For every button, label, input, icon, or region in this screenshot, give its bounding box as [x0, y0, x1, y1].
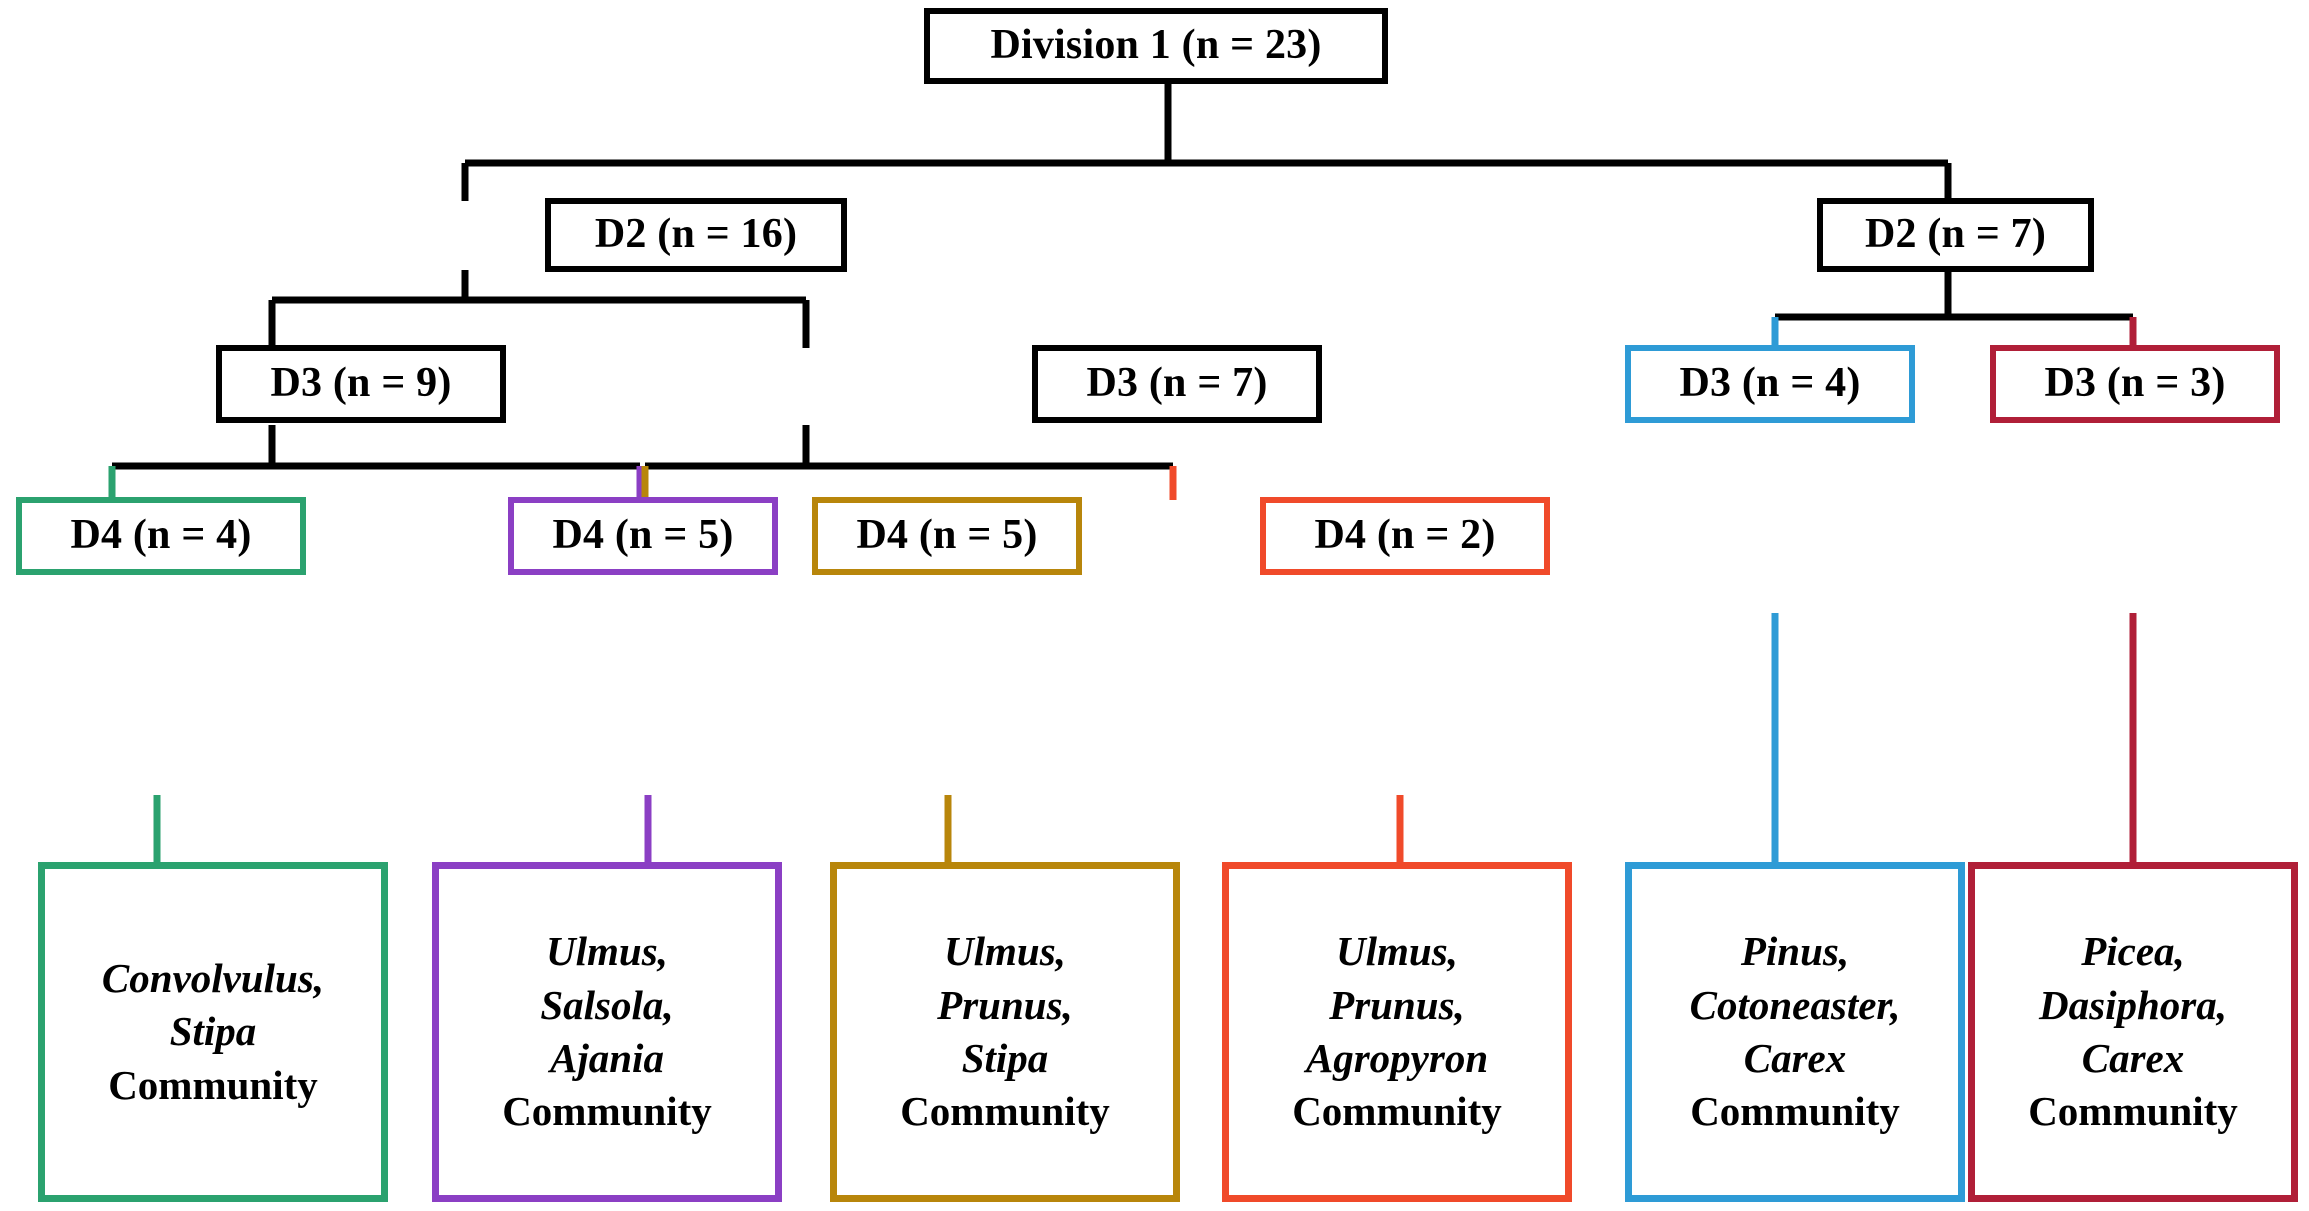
genus-name: Carex [2081, 1035, 2185, 1081]
genus-name: Prunus, [937, 981, 1073, 1028]
genus-name: Ulmus, [546, 928, 668, 975]
node-label: D4 (n = 2) [1314, 512, 1496, 559]
leaf-convolvulus-stipa-community[interactable]: Convolvulus, Stipa Community [38, 862, 388, 1202]
leaf-ulmus-salsola-ajania-community[interactable]: Ulmus, Salsola, Ajania Community [432, 862, 782, 1202]
genus-name: Cotoneaster, [1689, 981, 1901, 1028]
node-label: D3 (n = 4) [1679, 360, 1861, 407]
community-suffix: Community [502, 1088, 712, 1135]
leaf-label: Ulmus, Prunus, Agropyron Community [1284, 921, 1510, 1142]
genus-name: Ajania [550, 1035, 664, 1081]
node-label: D2 (n = 16) [594, 211, 798, 258]
community-suffix: Community [1690, 1088, 1900, 1135]
community-suffix: Community [2028, 1088, 2238, 1135]
genus-name: Stipa [961, 1035, 1049, 1081]
genus-name: Dasiphora, [2039, 981, 2227, 1028]
leaf-label: Ulmus, Prunus, Stipa Community [892, 921, 1118, 1142]
node-label: D3 (n = 7) [1086, 360, 1268, 407]
genus-name: Carex [1743, 1035, 1847, 1081]
node-d3-n4[interactable]: D3 (n = 4) [1625, 345, 1915, 423]
node-label: D3 (n = 3) [2044, 360, 2226, 407]
node-d3-n3[interactable]: D3 (n = 3) [1990, 345, 2280, 423]
genus-name: Salsola, [540, 981, 674, 1028]
community-suffix: Community [900, 1088, 1110, 1135]
community-suffix: Community [1292, 1088, 1502, 1135]
node-label: D2 (n = 7) [1864, 211, 2047, 258]
node-d4-n5-gold-left[interactable]: D4 (n = 5) [508, 497, 778, 575]
leaf-picea-dasiphora-carex-community[interactable]: Picea, Dasiphora, Carex Community [1968, 862, 2298, 1202]
genus-name: Stipa [169, 1008, 257, 1055]
genus-name: Ulmus, [944, 928, 1066, 975]
leaf-pinus-cotoneaster-carex-community[interactable]: Pinus, Cotoneaster, Carex Community [1625, 862, 1965, 1202]
leaf-label: Pinus, Cotoneaster, Carex Community [1682, 921, 1909, 1142]
node-d4-n5[interactable]: D4 (n = 5) [812, 497, 1082, 575]
leaf-label: Convolvulus, Stipa Community [94, 948, 332, 1116]
leaf-label: Ulmus, Salsola, Ajania Community [494, 921, 720, 1142]
node-d2-n7[interactable]: D2 (n = 7) [1817, 198, 2094, 272]
node-d2-n16[interactable]: D2 (n = 16) [545, 198, 847, 272]
genus-name: Agropyron [1305, 1035, 1489, 1081]
node-d4-n4[interactable]: D4 (n = 4) [16, 497, 306, 575]
genus-name: Pinus, [1740, 928, 1850, 975]
community-suffix: Community [108, 1061, 318, 1108]
node-d3-n9[interactable]: D3 (n = 9) [216, 345, 506, 423]
node-d4-n2[interactable]: D4 (n = 2) [1260, 497, 1550, 575]
genus-name: Prunus, [1329, 981, 1465, 1028]
node-label: D3 (n = 9) [270, 360, 452, 407]
genus-name: Picea, [2081, 928, 2185, 975]
node-root-division-1[interactable]: Division 1 (n = 23) [924, 8, 1388, 84]
leaf-ulmus-prunus-agropyron-community[interactable]: Ulmus, Prunus, Agropyron Community [1222, 862, 1572, 1202]
genus-name: Convolvulus, [101, 955, 325, 1002]
node-d3-n7[interactable]: D3 (n = 7) [1032, 345, 1322, 423]
node-label: D4 (n = 5) [552, 512, 734, 559]
node-label: Division 1 (n = 23) [990, 22, 1322, 69]
leaf-ulmus-prunus-stipa-community[interactable]: Ulmus, Prunus, Stipa Community [830, 862, 1180, 1202]
node-label: D4 (n = 5) [856, 512, 1038, 559]
genus-name: Ulmus, [1336, 928, 1458, 975]
leaf-label: Picea, Dasiphora, Carex Community [2020, 921, 2246, 1142]
node-label: D4 (n = 4) [70, 512, 252, 559]
